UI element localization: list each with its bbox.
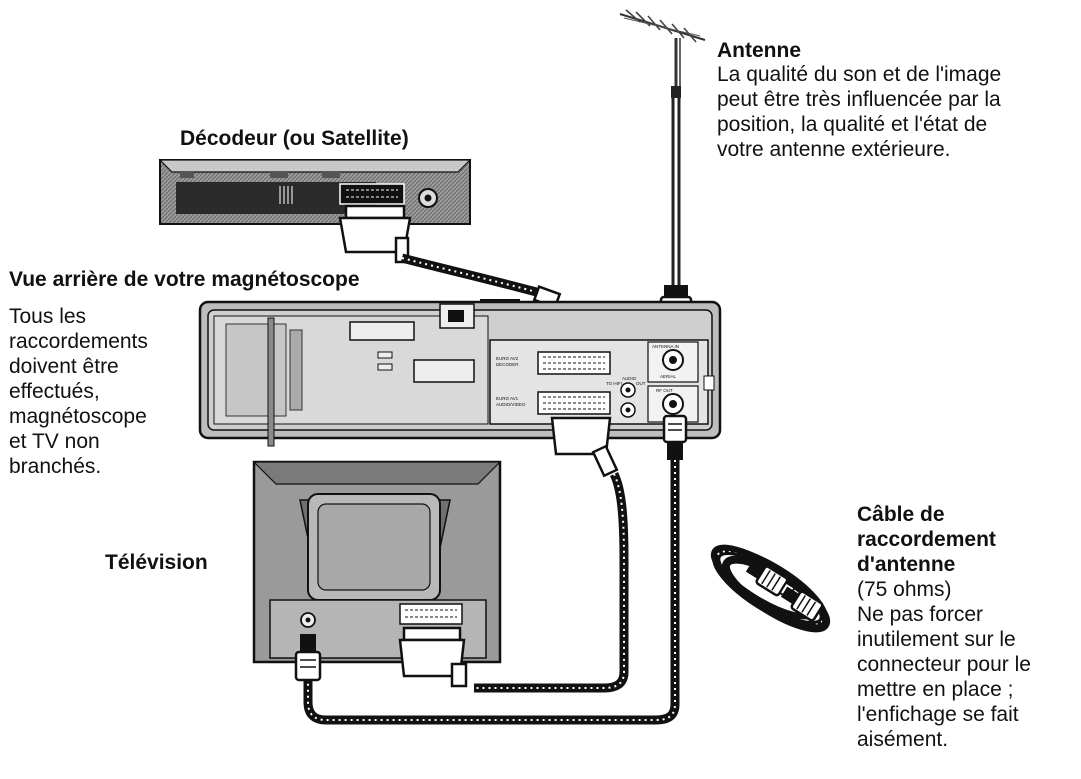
label-audio: AUDIO — [622, 376, 637, 381]
decoder-scart-plug — [338, 204, 412, 264]
television — [252, 460, 502, 664]
vcr-tv-rf-cable — [303, 414, 688, 725]
cable-note-line: connecteur pour le — [857, 653, 1031, 676]
antenna-label: Antenne — [717, 39, 801, 62]
decoder-box — [158, 159, 472, 225]
antenna-note-line: position, la qualité et l'état de — [717, 113, 988, 136]
decoder-label: Décodeur (ou Satellite) — [180, 127, 409, 150]
cable-label-line: raccordement — [857, 528, 996, 551]
label-euro-av1: EURO AV1 — [496, 396, 519, 401]
label-aerial: AERIAL — [660, 374, 677, 379]
connection-note-line: doivent être — [9, 355, 119, 378]
cable-label-line: d'antenne — [857, 553, 956, 576]
antenna-note-line: La qualité du son et de l'image — [717, 63, 1002, 86]
connection-note-line: Tous les — [9, 305, 87, 328]
connection-note-line: effectués, — [9, 380, 100, 403]
tv-rf-plug — [294, 634, 322, 682]
connection-note-line: raccordements — [9, 330, 148, 353]
connection-note-line: et TV non — [9, 430, 100, 453]
connection-note-line: branchés. — [9, 455, 102, 478]
tv-scart-plug — [398, 626, 468, 688]
vcr-tv-scart — [474, 416, 629, 693]
label-to-hifi: TO HIFI — [606, 381, 622, 386]
label-audio-video: AUDIO/VIDEO — [496, 402, 526, 407]
connection-note: Tous les raccordements doivent être effe… — [9, 304, 148, 479]
tv-label: Télévision — [105, 551, 208, 574]
cable-note-line: (75 ohms) — [857, 578, 952, 601]
label-euro-av2: EURO AV2 — [496, 356, 519, 361]
vcr-label: Vue arrière de votre magnétoscope — [9, 268, 360, 291]
antenna-note-line: peut être très influencée par la — [717, 88, 1001, 111]
label-rf-out: RF OUT — [656, 388, 673, 393]
connection-note-line: magnétoscope — [9, 405, 147, 428]
antenna-note: La qualité du son et de l'image peut êtr… — [717, 62, 1001, 162]
cable-note-line: Ne pas forcer — [857, 603, 984, 626]
cable-label: Câble de raccordement d'antenne — [857, 502, 996, 577]
antenna-note-line: votre antenne extérieure. — [717, 138, 951, 161]
cable-note-line: mettre en place ; — [857, 678, 1014, 701]
cable-note-line: l'enfichage se fait — [857, 703, 1019, 726]
cable-note: (75 ohms) Ne pas forcer inutilement sur … — [857, 577, 1031, 752]
label-decoder: DECODER — [496, 362, 519, 367]
coiled-antenna-cable-icon — [710, 544, 831, 633]
cable-note-line: inutilement sur le — [857, 628, 1016, 651]
label-antenna-in: ANTENNA IN — [652, 344, 679, 349]
label-out: OUT — [636, 381, 646, 386]
outdoor-antenna — [619, 9, 706, 98]
vcr-rear-panel — [198, 299, 722, 447]
antenna-cable — [659, 98, 693, 336]
cable-note-line: aisément. — [857, 728, 949, 751]
cable-label-line: Câble de — [857, 503, 945, 526]
